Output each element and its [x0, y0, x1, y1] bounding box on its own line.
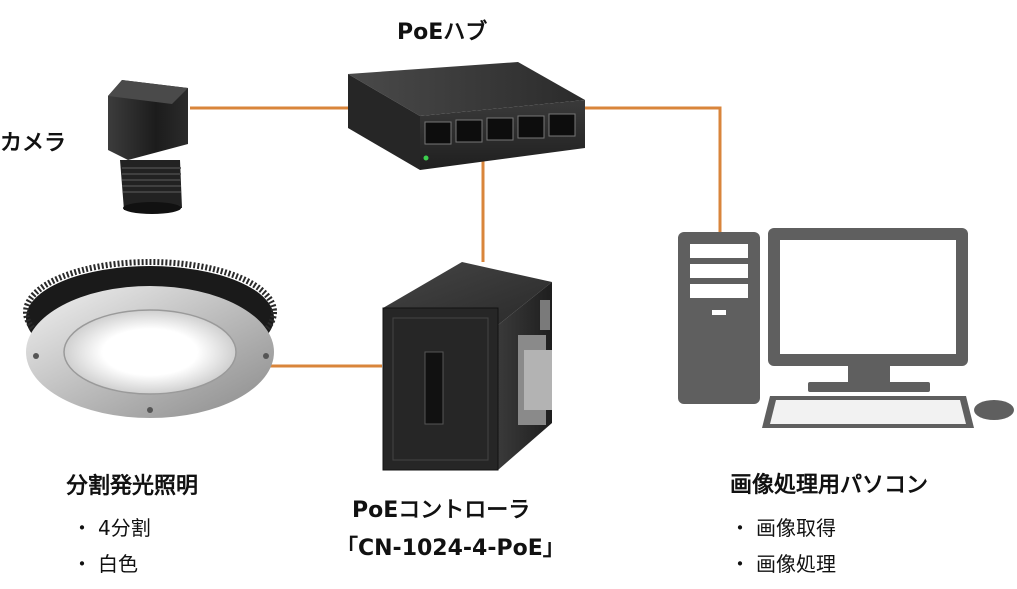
keyboard-image — [762, 396, 974, 428]
pc-feature-list: 画像取得 画像処理 — [730, 510, 836, 582]
hub-ports — [424, 113, 576, 145]
pc-monitor-image — [768, 228, 968, 392]
hub-label: PoEハブ — [397, 20, 488, 45]
mouse-image — [974, 400, 1014, 420]
controller-model-label: 「CN-1024-4-PoE」 — [336, 536, 565, 561]
pc-feature: 画像取得 — [730, 510, 836, 546]
ring-light-feature: 4分割 — [72, 510, 151, 546]
controller-terminal-block — [424, 351, 444, 425]
poe-controller-image — [382, 262, 552, 471]
cable-hub-pc — [580, 106, 722, 232]
hub-status-led — [423, 155, 429, 161]
camera-image — [108, 80, 188, 214]
camera-label: カメラ — [0, 131, 67, 156]
din-rail-clip — [518, 300, 552, 425]
cables — [190, 106, 722, 368]
ring-light-image — [23, 259, 277, 418]
pc-tower-image — [678, 232, 760, 404]
pc-label: 画像処理用パソコン — [730, 473, 929, 498]
controller-label: PoEコントローラ — [352, 498, 531, 523]
poe-hub-image — [348, 62, 585, 170]
ring-light-feature-list: 4分割 白色 — [72, 510, 151, 582]
ring-light-label: 分割発光照明 — [66, 474, 199, 499]
ring-light-feature: 白色 — [72, 546, 151, 582]
pc-feature: 画像処理 — [730, 546, 836, 582]
